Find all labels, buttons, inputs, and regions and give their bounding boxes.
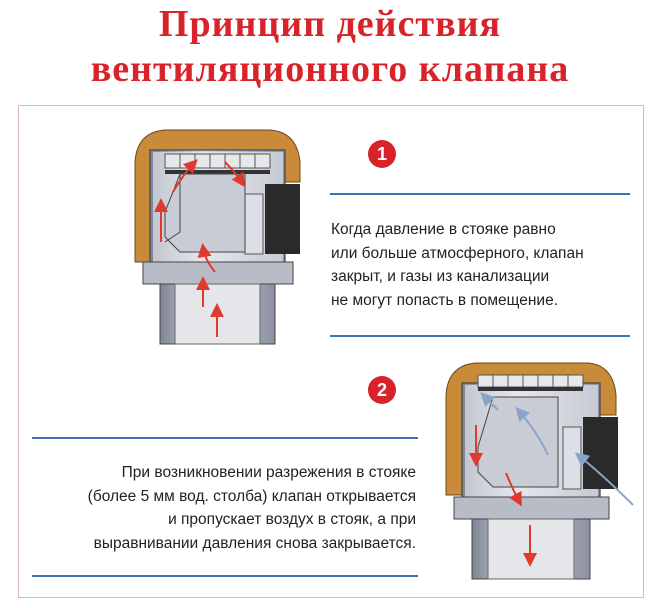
step-1-bottom-rule	[330, 335, 630, 337]
step-2-line: и пропускает воздух в стояк, а при	[168, 511, 416, 528]
step-2-badge: 2	[368, 376, 396, 404]
step-2-description: При возникновении разрежения в стояке (б…	[30, 461, 416, 555]
step-1-line: или больше атмосферного, клапан	[331, 244, 584, 262]
valve-open-illustration	[445, 362, 634, 580]
step-2-top-rule	[32, 437, 418, 439]
step-1-badge: 1	[368, 140, 396, 168]
valve-closed-illustration	[134, 129, 301, 345]
step-1-line: Когда давление в стояке равно	[331, 221, 556, 238]
step-2-line: выравнивании давления снова закрывается.	[93, 534, 416, 552]
title-line-2: вентиляционного клапана	[90, 48, 570, 90]
step-1-description: Когда давление в стояке равно или больше…	[331, 218, 584, 312]
step-2-line: (более 5 мм вод. столба) клапан открывае…	[87, 487, 416, 505]
step-2-bottom-rule	[32, 575, 418, 577]
title-line-1: Принцип действия	[158, 3, 502, 45]
step-1-line: не могут попасть в помещение.	[331, 291, 559, 309]
step-1-top-rule	[330, 193, 630, 195]
step-1-line: закрыт, и газы из канализации	[331, 268, 550, 285]
diagram-frame	[18, 105, 644, 598]
step-2-line: При возникновении разрежения в стояке	[121, 464, 416, 481]
